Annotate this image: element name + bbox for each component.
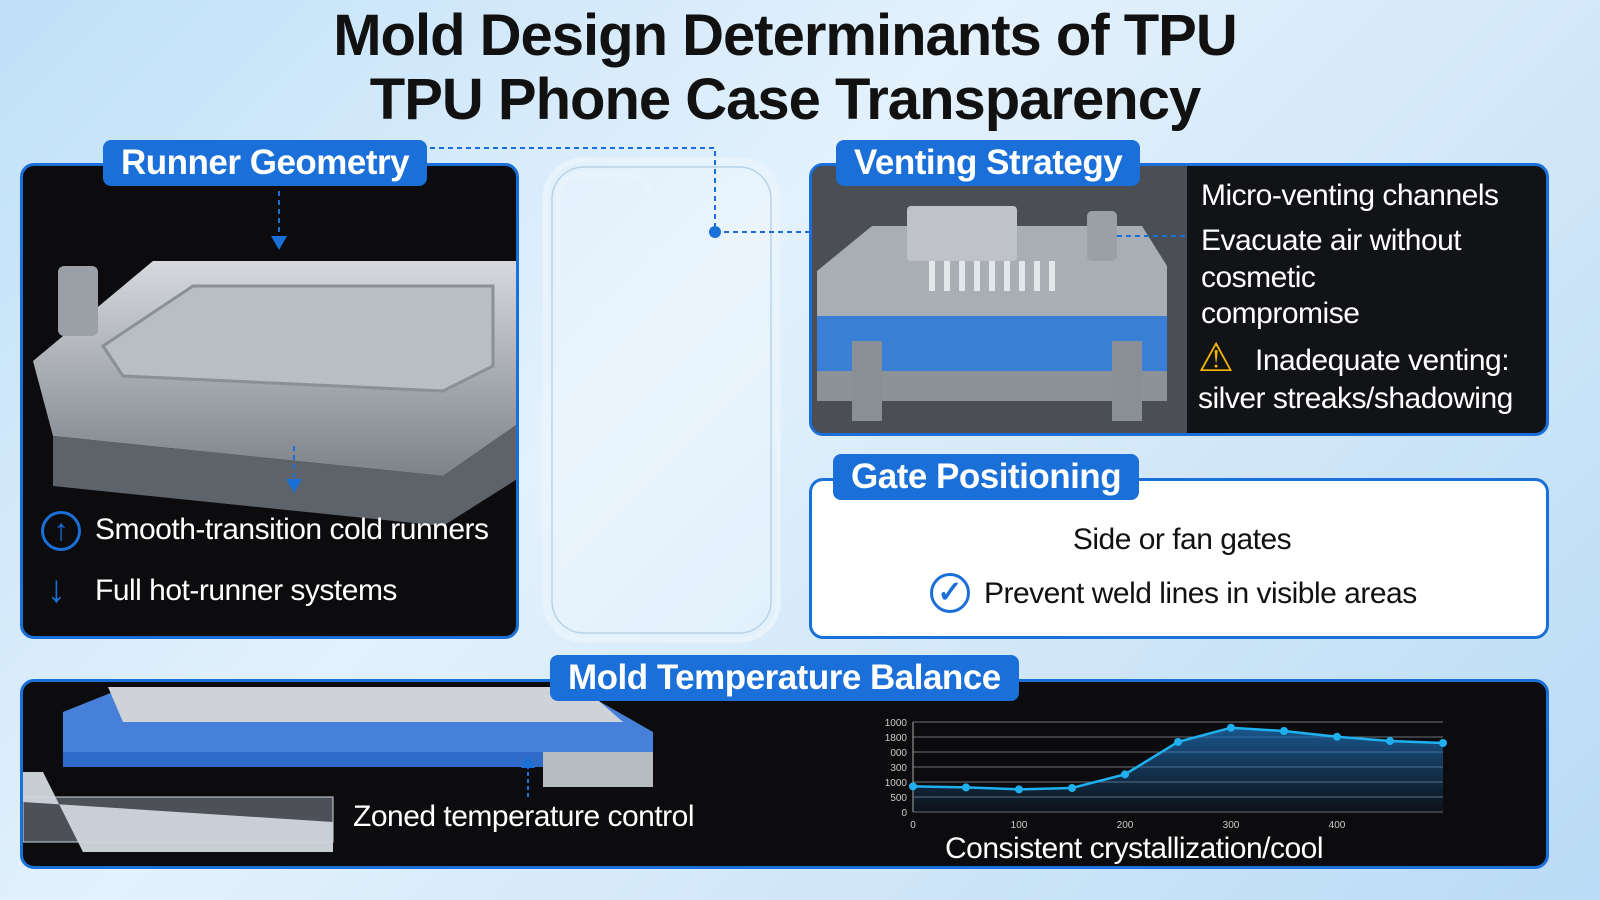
venting-warning: Inadequate venting: xyxy=(1255,344,1510,377)
venting-strategy-label: Venting Strategy xyxy=(836,140,1141,186)
venting-warning-detail: silver streaks/shadowing xyxy=(1198,382,1513,415)
chart-caption: Consistent crystallization/cool xyxy=(945,832,1324,865)
data-point xyxy=(909,782,917,791)
x-tick-label: 300 xyxy=(1223,820,1240,831)
runner-geometry-label: Runner Geometry xyxy=(103,140,428,186)
gate-line-1: Side or fan gates xyxy=(1072,523,1292,556)
venting-line-4: compromise xyxy=(1201,297,1360,330)
temperature-chart: 0 500 1000 300 000 1800 1000 0 100 200 300 400 xyxy=(885,718,1447,831)
venting-mold-illustration xyxy=(812,166,1187,433)
y-tick-label: 1800 xyxy=(885,733,908,744)
venting-strategy-panel: Micro-venting channels Evacuate air with… xyxy=(809,163,1549,436)
data-point xyxy=(1386,737,1394,746)
y-tick-label: 500 xyxy=(890,793,907,804)
mold-temperature-label: Mold Temperature Balance xyxy=(550,655,1019,701)
y-tick-label: 1000 xyxy=(885,778,908,789)
data-point xyxy=(1227,723,1235,732)
y-tick-label: 1000 xyxy=(885,718,908,729)
y-tick-label: 000 xyxy=(890,748,907,759)
up-arrow-circle-icon: ↑ xyxy=(41,511,81,551)
y-tick-label: 0 xyxy=(901,808,907,819)
y-tick-label: 300 xyxy=(890,763,907,774)
runner-item-hot: Full hot-runner systems xyxy=(95,574,397,607)
venting-line-1: Micro-venting channels xyxy=(1201,179,1499,212)
check-circle-icon: ✓ xyxy=(930,573,970,613)
title-line-1: Mold Design Determinants of TPU xyxy=(333,3,1238,68)
temperature-mold-illustration xyxy=(23,687,653,852)
data-point xyxy=(1280,727,1288,735)
data-point xyxy=(962,783,970,792)
zoned-temperature-caption: Zoned temperature control xyxy=(353,800,695,833)
warning-icon: ⚠ xyxy=(1198,336,1234,380)
title-line-2: TPU Phone Case Transparency xyxy=(369,67,1201,132)
x-tick-label: 0 xyxy=(910,820,916,831)
x-tick-label: 400 xyxy=(1329,820,1346,831)
data-point xyxy=(1121,770,1129,779)
venting-line-3: cosmetic xyxy=(1201,261,1316,294)
gate-positioning-panel: Side or fan gates ✓ Prevent weld lines i… xyxy=(809,478,1549,639)
x-tick-label: 100 xyxy=(1011,820,1028,831)
gate-line-2: Prevent weld lines in visible areas xyxy=(984,577,1417,610)
venting-line-2: Evacuate air without xyxy=(1201,224,1462,257)
data-point xyxy=(1439,739,1447,747)
x-tick-label: 200 xyxy=(1117,820,1134,831)
down-arrow-icon: ↓ xyxy=(47,569,66,611)
series-area xyxy=(913,727,1443,812)
runner-mold-illustration xyxy=(33,191,516,526)
data-point xyxy=(1068,784,1076,792)
runner-item-cold: Smooth-transition cold runners xyxy=(95,513,489,546)
data-point xyxy=(1015,785,1023,794)
runner-geometry-panel: ↑ Smooth-transition cold runners ↓ Full … xyxy=(20,163,519,639)
gate-positioning-label: Gate Positioning xyxy=(833,454,1140,500)
data-point xyxy=(1333,732,1341,741)
phone-case-illustration xyxy=(542,157,781,643)
data-point xyxy=(1174,737,1182,746)
